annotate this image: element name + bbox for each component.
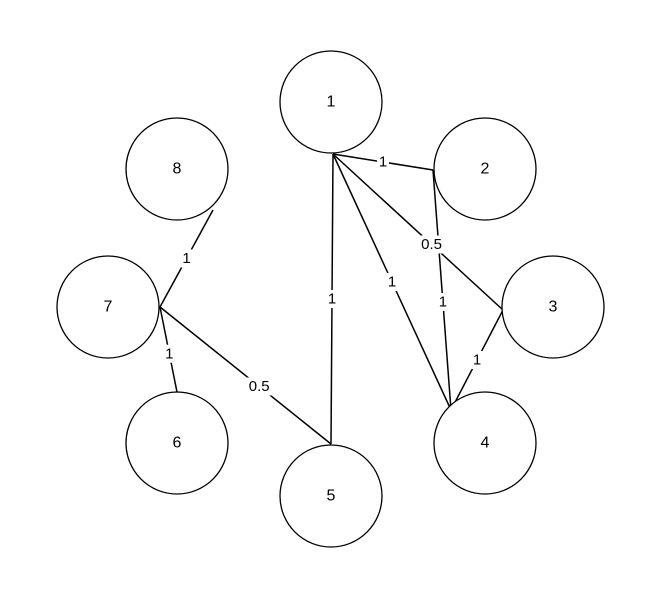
edge-weight-label-bg xyxy=(245,377,274,396)
node-label: 3 xyxy=(549,299,558,316)
edge-weight-label-1-4: 1 xyxy=(386,273,398,291)
node-circle xyxy=(433,391,537,495)
node-label: 2 xyxy=(481,161,490,178)
edge-weight-text: 1 xyxy=(328,291,336,308)
edge-weight-label-bg xyxy=(326,290,338,308)
node-label: 7 xyxy=(104,299,113,316)
edge-weight-label-bg xyxy=(386,273,398,291)
node-2: 2 xyxy=(433,117,537,221)
node-circle xyxy=(125,391,229,495)
edge-weight-text: 1 xyxy=(473,352,481,369)
node-label: 6 xyxy=(173,435,182,452)
node-1: 1 xyxy=(279,50,383,154)
node-label: 8 xyxy=(173,161,182,178)
edge-weight-label-bg xyxy=(471,351,483,369)
edge-weight-label-3-4: 1 xyxy=(471,351,483,369)
edge-weight-text: 0.5 xyxy=(249,378,270,395)
edge-weight-text: 1 xyxy=(388,274,396,291)
node-circle xyxy=(56,255,160,359)
edge-weight-label-2-4: 1 xyxy=(436,293,449,311)
edge-weight-text: 0.5 xyxy=(421,236,442,253)
node-8: 8 xyxy=(125,117,229,221)
edge-weight-label-7-5: 0.5 xyxy=(245,377,274,396)
edge-weight-label-bg xyxy=(377,153,389,171)
edge-weight-text: 1 xyxy=(379,154,387,171)
nodes-layer: 1 2 3 4 5 6 7 8 xyxy=(56,50,605,548)
edge-7-5 xyxy=(159,306,332,445)
edge-weight-label-7-8: 1 xyxy=(180,249,193,268)
edge-labels-layer: 1 0.5 1 1 1 1 1 1 0.5 xyxy=(163,153,483,396)
node-circle xyxy=(279,444,383,548)
node-7: 7 xyxy=(56,255,160,359)
node-label: 5 xyxy=(327,488,336,505)
node-circle xyxy=(501,255,605,359)
edge-weight-label-7-6: 1 xyxy=(163,344,176,363)
node-label: 1 xyxy=(327,94,336,111)
edge-weight-text: 1 xyxy=(182,250,190,267)
edge-weight-label-bg xyxy=(180,249,193,268)
edge-1-3 xyxy=(332,153,504,311)
edge-weight-label-bg xyxy=(417,235,446,254)
edge-weight-label-1-2: 1 xyxy=(377,153,389,171)
node-circle xyxy=(433,117,537,221)
node-circle xyxy=(125,117,229,221)
node-5: 5 xyxy=(279,444,383,548)
edge-weight-text: 1 xyxy=(439,294,447,311)
edge-weight-text: 1 xyxy=(165,345,173,362)
edge-weight-label-bg xyxy=(163,344,176,363)
edge-weight-label-1-5: 1 xyxy=(326,290,338,308)
node-6: 6 xyxy=(125,391,229,495)
node-label: 4 xyxy=(481,435,490,452)
edge-weight-label-bg xyxy=(436,293,449,311)
node-circle xyxy=(279,50,383,154)
node-4: 4 xyxy=(433,391,537,495)
edge-2-4 xyxy=(432,169,452,411)
edge-weight-label-1-3: 0.5 xyxy=(417,235,446,254)
node-3: 3 xyxy=(501,255,605,359)
